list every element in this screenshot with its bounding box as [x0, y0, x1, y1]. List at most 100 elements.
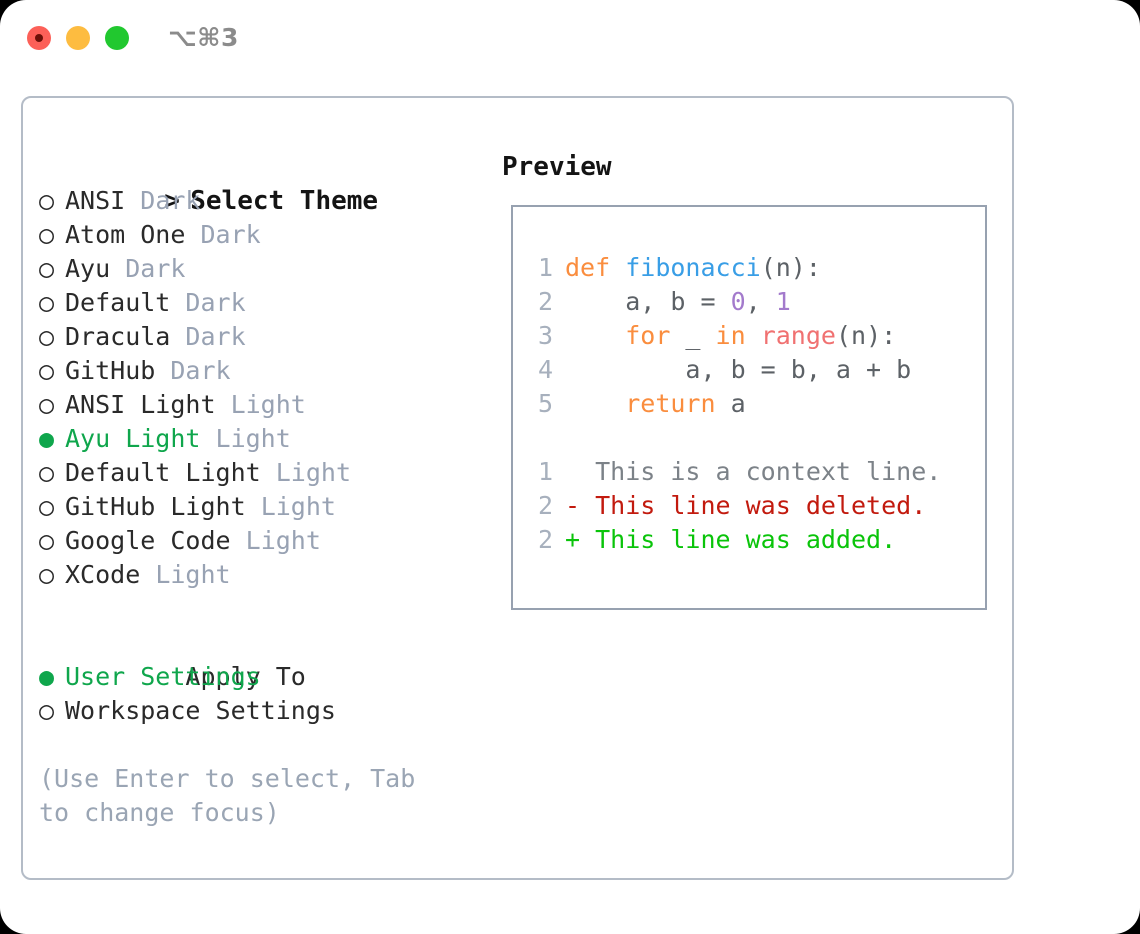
- radio-unselected-icon: ○: [39, 288, 55, 317]
- theme-option-default[interactable]: ○Default Dark: [39, 286, 499, 320]
- code-token: range: [760, 321, 836, 350]
- list-spacer: [39, 592, 499, 626]
- code-blank-line: [527, 421, 941, 455]
- radio-selected-icon: ●: [39, 424, 55, 453]
- diff-text: This line was added.: [580, 525, 897, 554]
- apply-to-header: Apply To: [39, 626, 499, 691]
- close-button[interactable]: [27, 26, 51, 50]
- minimize-button[interactable]: [66, 26, 90, 50]
- select-theme-header: > Select Theme: [39, 150, 499, 216]
- code-token: 1: [775, 287, 791, 316]
- theme-option-github-light[interactable]: ○GitHub Light Light: [39, 490, 499, 524]
- line-number: 2: [537, 287, 553, 316]
- theme-option-name: Google Code: [65, 526, 231, 555]
- spacer: [170, 288, 185, 317]
- code-token: ,: [745, 287, 776, 316]
- keyboard-hint-text: (Use Enter to select, Tab to change focu…: [39, 764, 431, 827]
- theme-option-name: Ayu Light: [65, 424, 201, 453]
- theme-option-name: Dracula: [65, 322, 171, 351]
- theme-option-name: GitHub: [65, 356, 156, 385]
- diff-sign: [565, 457, 580, 486]
- theme-option-name: ANSI: [65, 186, 126, 215]
- apply-to-option-list: ● User Settings ○ Workspace Settings: [39, 660, 499, 728]
- select-theme-label: Select Theme: [190, 186, 379, 216]
- spacer: [110, 254, 125, 283]
- radio-unselected-icon: ○: [39, 322, 55, 351]
- prompt-caret-icon: >: [164, 186, 180, 216]
- radio-unselected-icon: ○: [39, 356, 55, 385]
- keyboard-shortcut-label: ⌥⌘3: [168, 23, 239, 52]
- code-line: 5 return a: [527, 387, 941, 421]
- code-token: fibonacci: [625, 253, 761, 282]
- theme-option-variant: Dark: [170, 356, 231, 385]
- theme-option-variant: Dark: [125, 254, 186, 283]
- radio-unselected-icon: ○: [39, 390, 55, 419]
- spacer: [216, 390, 231, 419]
- apply-to-option-workspace-settings[interactable]: ○ Workspace Settings: [39, 694, 499, 728]
- radio-unselected-icon: ○: [39, 560, 55, 589]
- title-bar: ⌥⌘3: [0, 0, 1140, 78]
- line-number: 2: [537, 491, 553, 520]
- radio-unselected-icon: ○: [39, 696, 55, 725]
- spacer: [261, 458, 276, 487]
- apply-to-option-user-settings[interactable]: ● User Settings: [39, 660, 499, 694]
- code-line: 4 a, b = b, a + b: [527, 353, 941, 387]
- theme-option-ayu-light[interactable]: ●Ayu Light Light: [39, 422, 499, 456]
- theme-option-variant: Light: [245, 526, 321, 555]
- line-number: 1: [537, 457, 553, 486]
- line-number: 1: [537, 253, 553, 282]
- spacer: [140, 560, 155, 589]
- code-line: 3 for _ in range(n):: [527, 319, 941, 353]
- diff-line-add: 2+ This line was added.: [527, 523, 941, 557]
- radio-unselected-icon: ○: [39, 526, 55, 555]
- theme-option-name: Ayu: [65, 254, 111, 283]
- theme-option-variant: Dark: [185, 288, 246, 317]
- theme-option-ayu[interactable]: ○Ayu Dark: [39, 252, 499, 286]
- theme-option-variant: Light: [275, 458, 351, 487]
- spacer: [185, 220, 200, 249]
- theme-option-google-code[interactable]: ○ Google Code Light: [39, 524, 499, 558]
- apply-to-label: Apply To: [185, 662, 306, 691]
- spacer: [231, 526, 246, 555]
- theme-option-default-light[interactable]: ○Default Light Light: [39, 456, 499, 490]
- radio-selected-icon: ●: [39, 662, 55, 691]
- code-token: a: [715, 389, 746, 418]
- diff-text: This is a context line.: [580, 457, 942, 486]
- code-token: 0: [730, 287, 746, 316]
- code-token: [565, 321, 625, 350]
- radio-unselected-icon: ○: [39, 458, 55, 487]
- theme-option-ansi[interactable]: ○ANSI Dark: [39, 184, 499, 218]
- code-token: for: [625, 321, 671, 350]
- maximize-button[interactable]: [105, 26, 129, 50]
- code-token: _: [670, 321, 716, 350]
- code-token: a, b = b, a + b: [565, 355, 912, 384]
- apply-to-option-label: Workspace Settings: [65, 696, 336, 725]
- theme-option-ansi-light[interactable]: ○ANSI Light Light: [39, 388, 499, 422]
- code-token: def: [565, 253, 626, 282]
- theme-option-dracula[interactable]: ○Dracula Dark: [39, 320, 499, 354]
- radio-unselected-icon: ○: [39, 186, 55, 215]
- theme-option-name: GitHub Light: [65, 492, 246, 521]
- spacer: [170, 322, 185, 351]
- theme-option-atom-one[interactable]: ○Atom One Dark: [39, 218, 499, 252]
- radio-unselected-icon: ○: [39, 220, 55, 249]
- code-token: return: [625, 389, 716, 418]
- code-token: [746, 321, 761, 350]
- theme-option-github[interactable]: ○ GitHub Dark: [39, 354, 499, 388]
- apply-to-option-label: User Settings: [65, 662, 261, 691]
- theme-option-xcode[interactable]: ○XCode Light: [39, 558, 499, 592]
- spacer: [125, 186, 140, 215]
- code-token: (n):: [835, 321, 897, 350]
- diff-line-ctx: 1 This is a context line.: [527, 455, 941, 489]
- code-line: 2 a, b = 0, 1: [527, 285, 941, 319]
- theme-picker-panel: >Select Theme ○ANSI Dark○Atom One Dark○A…: [21, 96, 1014, 880]
- spacer: [200, 424, 215, 453]
- spacer: [155, 356, 170, 385]
- theme-option-variant: Dark: [200, 220, 261, 249]
- line-number: 5: [537, 389, 553, 418]
- theme-option-name: XCode: [65, 560, 141, 589]
- diff-sign: -: [565, 491, 581, 520]
